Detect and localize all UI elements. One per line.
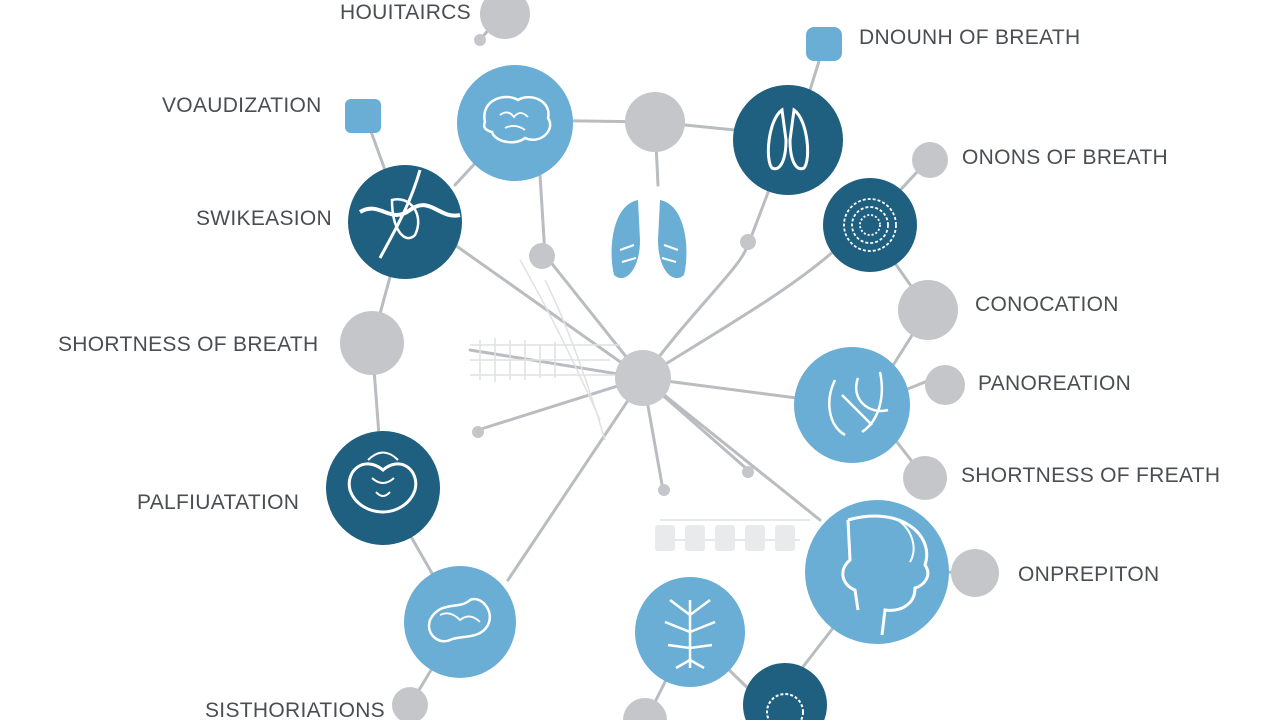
blue-square-vocalization: [345, 99, 381, 133]
label-onprepiton: ONPREPITON: [1018, 563, 1160, 586]
hub-node: [615, 350, 671, 406]
grey-node-condcation: [898, 280, 958, 340]
label-vocalization: VOAUDIZATION: [162, 94, 322, 117]
head-profile-icon: [805, 500, 949, 644]
grey-node-shortness-right: [903, 456, 947, 500]
label-condcation: CONOCATION: [975, 293, 1119, 316]
radial-icon: [743, 663, 827, 720]
grey-node-small: [658, 484, 670, 496]
grey-node-small: [472, 426, 484, 438]
scribble-icon: [404, 566, 516, 678]
grey-node-bottom-left: [392, 687, 428, 720]
grey-node-bottom: [623, 698, 667, 720]
grey-node-small: [529, 243, 555, 269]
grey-nodes: [340, 0, 999, 720]
faint-watermark-shapes: [655, 525, 795, 551]
brain-icon: [457, 65, 573, 181]
branch-icon: [635, 577, 745, 687]
shield-icon: [348, 165, 462, 279]
label-shortness-left: SHORTNESS OF BREATH: [58, 333, 319, 356]
grey-node-onprepiton: [951, 549, 999, 597]
grey-node-small-top: [474, 34, 486, 46]
label-shortness-right: SHORTNESS OF FREATH: [961, 464, 1221, 487]
grey-node-tiny: [740, 234, 756, 250]
grey-node-ononis: [912, 142, 948, 178]
label-panoreation: PANOREATION: [978, 372, 1132, 395]
blue-square-top-right: [806, 27, 842, 61]
grey-node-small: [742, 466, 754, 478]
spiral-icon: [823, 178, 917, 272]
grey-node-shortness: [340, 311, 404, 375]
heart-icon: [326, 431, 440, 545]
lungs-center-icon: [611, 200, 687, 279]
label-top-left: HOUITAIRCS: [340, 1, 471, 24]
fibrous-icon: [794, 347, 910, 463]
label-ononis: ONONS OF BREATH: [962, 146, 1168, 169]
label-swikeasion: SWIKEASION: [196, 207, 333, 230]
label-sisthoriations: SISTHORIATIONS: [205, 699, 385, 722]
lungs-icon: [733, 85, 843, 195]
grey-node-top: [480, 0, 530, 39]
label-palpitation: PALFIUATATION: [137, 491, 300, 514]
grey-node-panoreation: [925, 365, 965, 405]
label-top-right: DNOUNH OF BREATH: [859, 26, 1081, 49]
grey-node-mid-top: [625, 92, 685, 152]
